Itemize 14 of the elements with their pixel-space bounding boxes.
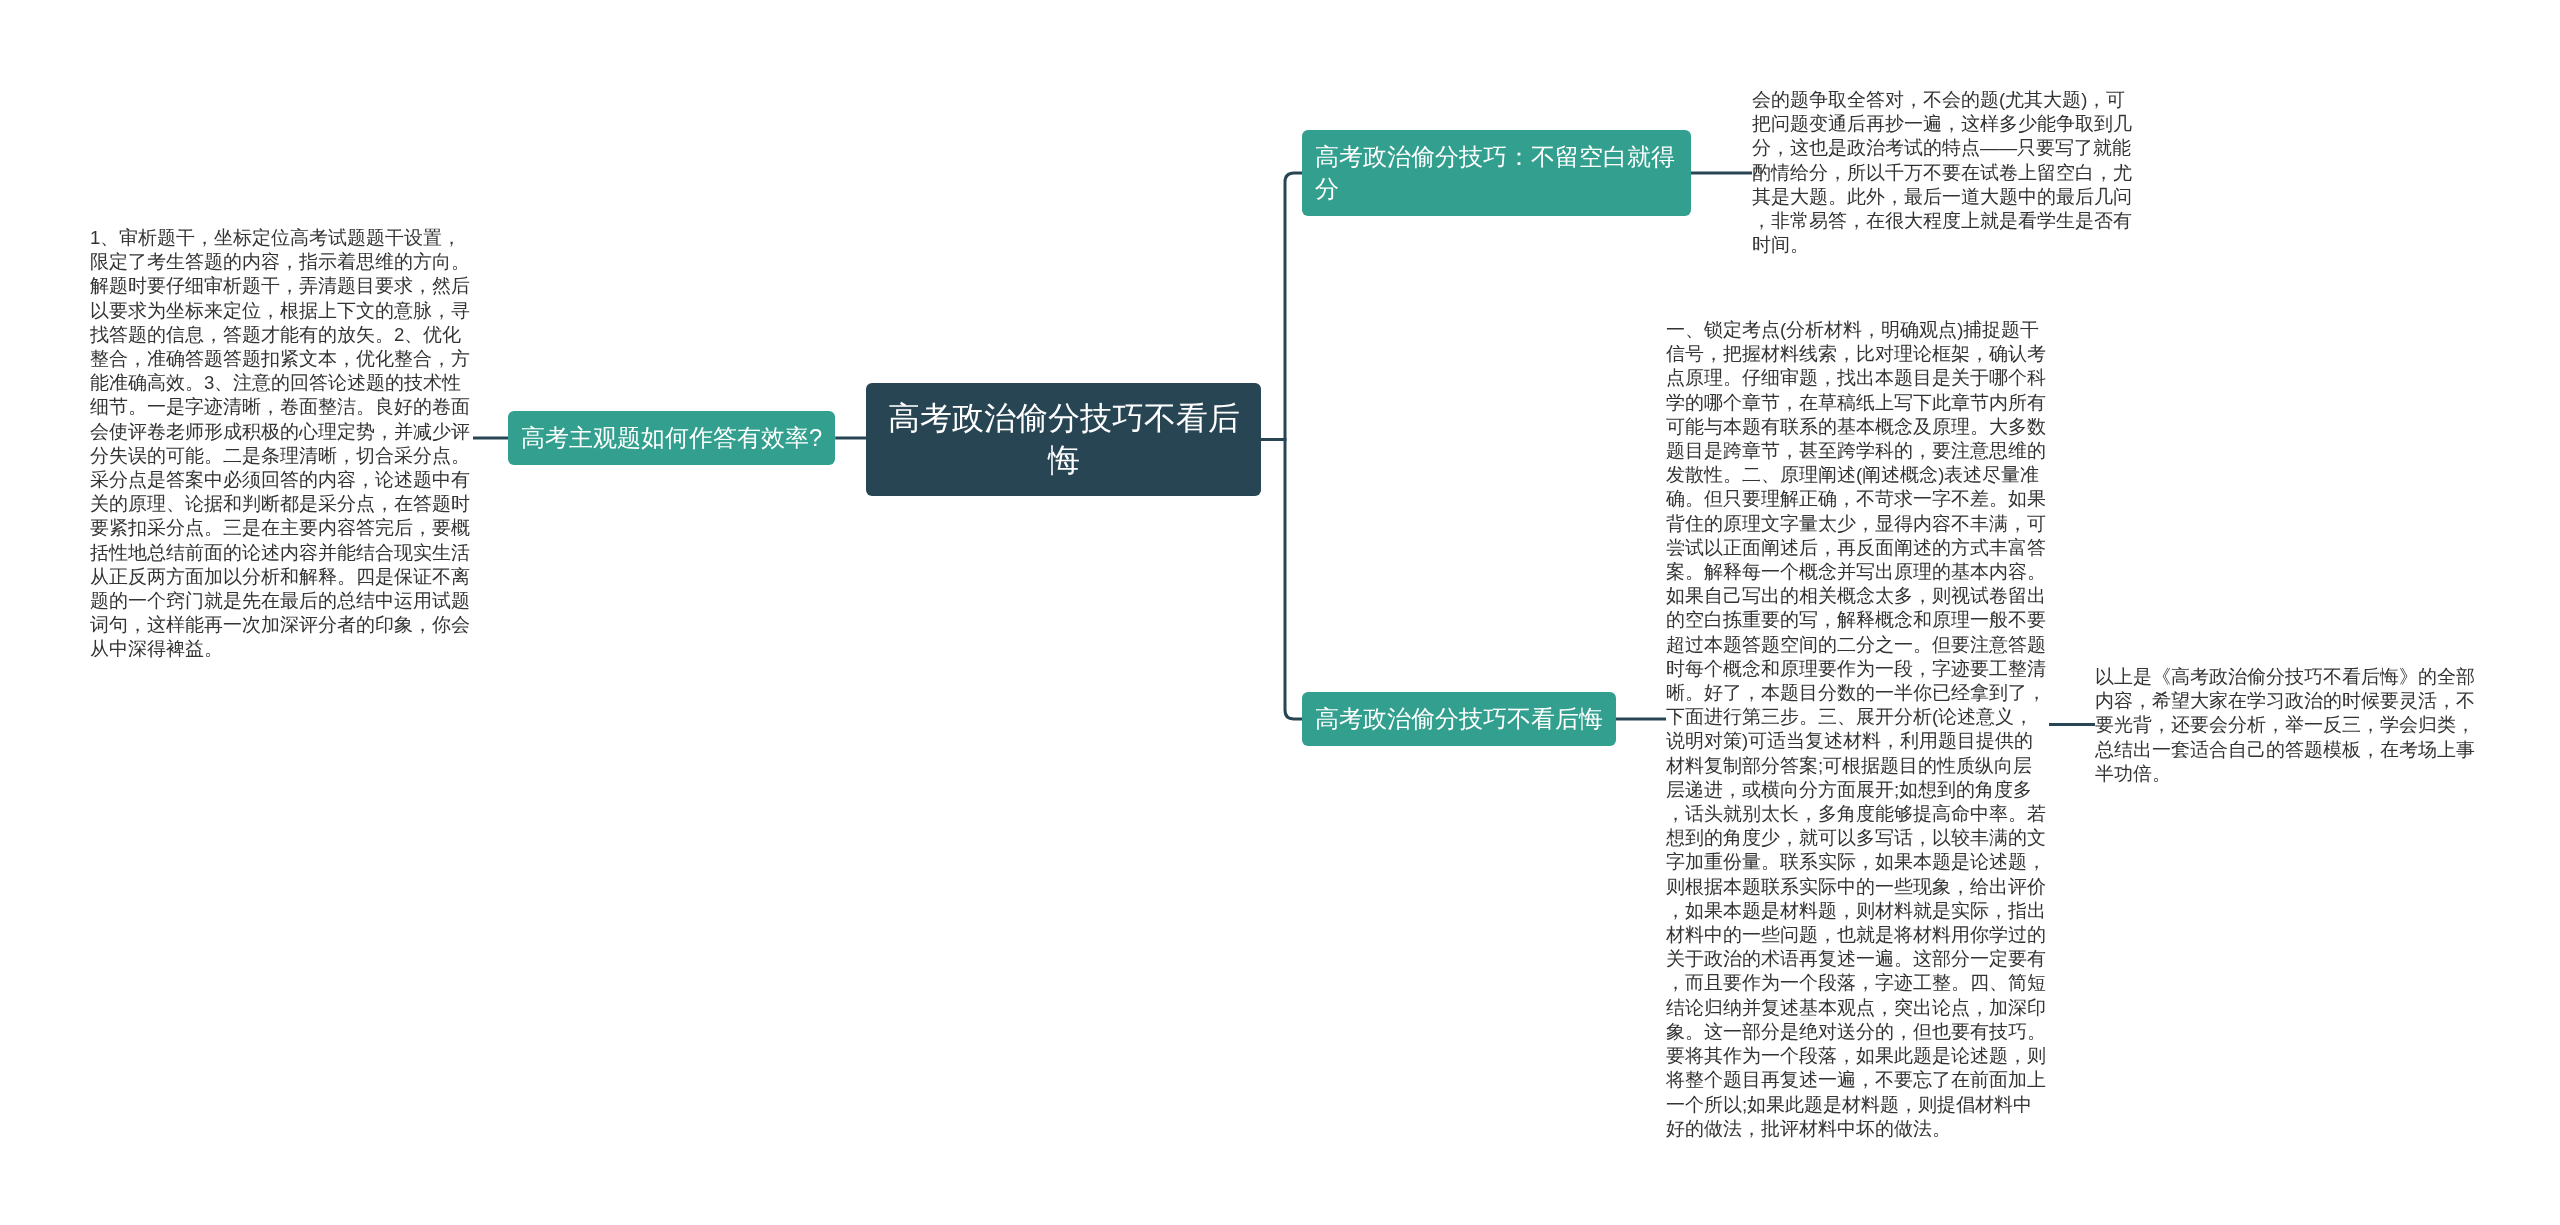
connector-line [1691, 171, 1752, 175]
note-text: 以上是《高考政治偷分技巧不看后悔》的全部内容，希望大家在学习政治的时候要灵活，不要光背，还要会分析，举一反三，学会归类，总结出一套适合自己的答题模板，在考场上事半功倍。 [2095, 664, 2478, 785]
connector-line [1616, 717, 1666, 721]
note-text: 会的题争取全答对，不会的题(尤其大题)，可把问题变通后再抄一遍，这样多少能争取到几分，这也是政治考试的特点——只要写了就能酌情给分，所以千万不要在试卷上留空白，尤其是大题。此外，最后一道大题中的最后几问，非常易答，在很大程度上就是看学生是否有时间。 [1752, 88, 2135, 258]
connector-line [473, 436, 508, 440]
note-text: 一、锁定考点(分析材料，明确观点)捕捉题干信号，把握材料线索，比对理论框架，确认考点原理。仔细审题，找出本题目是关于哪个科学的哪个章节，在草稿纸上写下此章节内所有可能与本题有联系的基本概念及原理。大多数题目是跨章节，甚至跨学科的，要注意思维的发散性。二、原理阐述(阐述概念)表述尽量准确。但只要理解正确，不苛求一字不差。如果背住的原理文字量太少，显得内容不丰满，可尝试以正面阐述后，再反面阐述的方式丰富答案。解释每一个概念并写出原理的基本内容。如果自己写出的相关概念太多，则视试卷留出的空白拣重要的写，解释概念和原理一般不要超过本题答题空间的二分之一。但要注意答题时每个概念和原理要作为一段，字迹要工整清晰。好了，本题目分数的一半你已经拿到了，下面进行第三步。三、展开分析(论述意义，说明对策)可适当复述材料，利用题目提供的材料复制部分答案;可根据题目的性质纵向层层递进，或横向分方面展开;如想到的角度多，话头就别太长，多角度能够提高命中率。若想到的角度少，就可以多写话，以较丰满的文字加重份量。联系实际，如果本题是论述题，则根据本题联系实际中的一些现象，给出评价，如果本题是材料题，则材料就是实际，指出材料中的一些问题，也就是将材料用你学过的关于政治的术语再复述一遍。这部分一定要有，而且要作为一个段落，字迹工整。四、简短结论归纳并复述基本观点，突出论点，加深印象。这一部分是绝对送分的，但也要有技巧。要将其作为一个段落，如果此题是论述题，则将整个题目再复述一遍，不要忘了在前面加上一个所以;如果此题是材料题，则提倡材料中好的做法，批评材料中坏的做法。 [1666, 318, 2049, 1141]
connector-line [2049, 723, 2095, 726]
branch-topic-box: 高考主观题如何作答有效率? [508, 411, 836, 465]
branch-topic-box: 高考政治偷分技巧不看后悔 [1302, 692, 1616, 746]
central-topic-box: 高考政治偷分技巧不看后悔 [866, 383, 1261, 496]
note-text: 1、审析题干，坐标定位高考试题题干设置，限定了考生答题的内容，指示着思维的方向。解题时要仔细审析题干，弄清题目要求，然后以要求为坐标来定位，根据上下文的意脉，寻找答题的信息，答题才能有的放矢。2、优化整合，准确答题答题扣紧文本，优化整合，方能准确高效。3、注意的回答论述题的技术性细节。一是字迹清晰，卷面整洁。良好的卷面会使评卷老师形成积极的心理定势，并减少评分失误的可能。二是条理清晰，切合采分点。采分点是答案中必须回答的内容，论述题中有关的原理、论据和判断都是采分点，在答题时要紧扣采分点。三是在主要内容答完后，要概括性地总结前面的论述内容并能结合现实生活从正反两方面加以分析和解释。四是保证不离题的一个窍门就是先在最后的总结中运用试题词句，这样能再一次加深评分者的印象，你会从中深得裨益。 [90, 226, 473, 662]
connector-line [1261, 438, 1302, 721]
branch-topic-box: 高考政治偷分技巧：不留空白就得分 [1302, 130, 1691, 216]
connector-line [835, 436, 866, 440]
